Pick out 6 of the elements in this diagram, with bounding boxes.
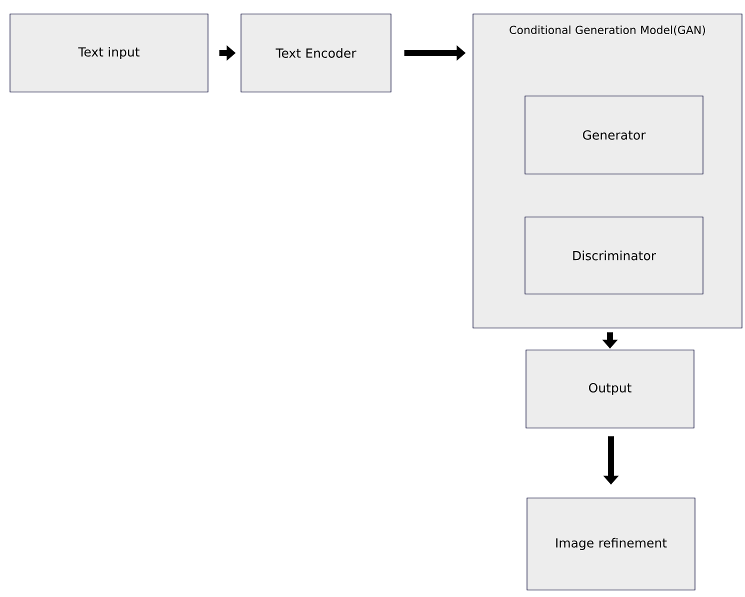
process-box: Output (526, 350, 694, 428)
process-box: Image refinement (526, 498, 696, 590)
process-box: Text Encoder (240, 14, 392, 92)
process-box: Generator (524, 96, 704, 174)
process-box: Discriminator (524, 216, 704, 294)
process-box: Text input (10, 14, 208, 92)
